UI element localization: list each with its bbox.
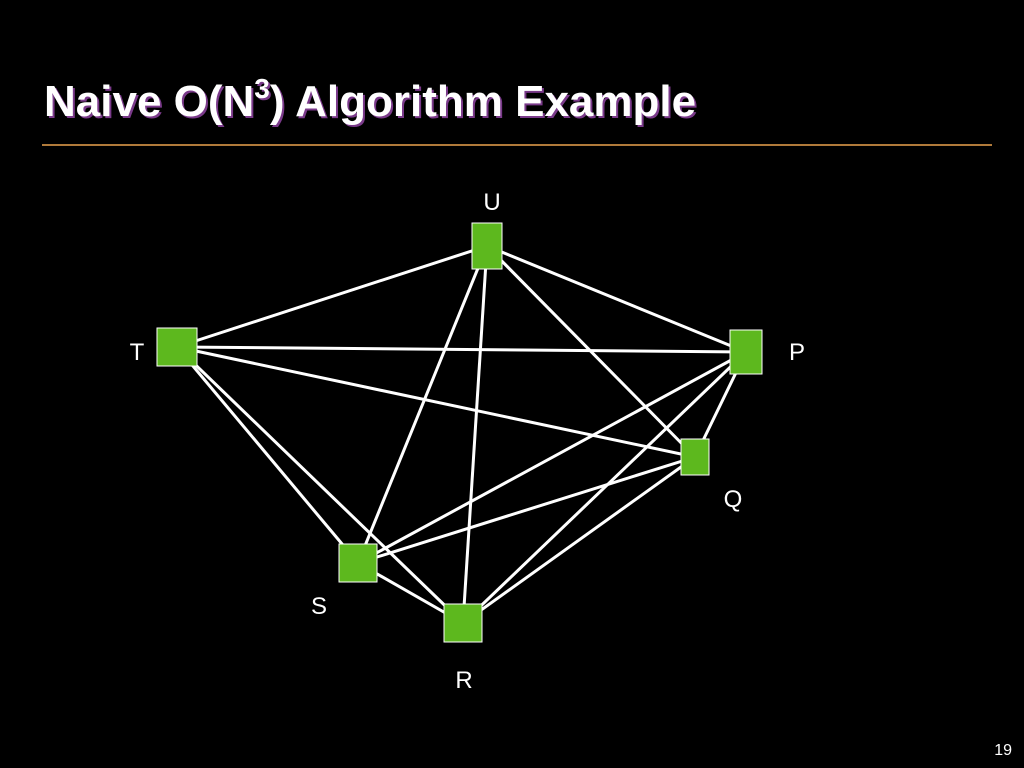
- node-label-p: P: [789, 339, 805, 366]
- edge-u-p: [486, 244, 747, 354]
- node-s: [338, 543, 378, 583]
- edge-t-s: [175, 346, 360, 564]
- page-number: 19: [994, 742, 1012, 759]
- graph-node-labels: U T P Q S R: [130, 189, 805, 694]
- edge-q-s: [357, 455, 696, 565]
- edge-t-q: [176, 345, 696, 459]
- title-divider: [42, 144, 992, 146]
- graph-nodes: [156, 222, 763, 643]
- edge-u-s: [356, 245, 489, 564]
- edge-u-t: [176, 244, 488, 349]
- node-label-u: U: [483, 189, 500, 216]
- node-t: [156, 327, 198, 367]
- node-q: [680, 438, 710, 476]
- slide-title-suffix: ) Algorithm Example: [269, 77, 697, 126]
- edge-q-r: [462, 455, 696, 625]
- edge-p-r: [461, 350, 748, 625]
- node-u: [471, 222, 503, 270]
- node-label-q: Q: [724, 486, 743, 513]
- node-p: [729, 329, 763, 375]
- edge-p-s: [357, 350, 747, 565]
- edge-t-p: [176, 345, 747, 354]
- graph-edges: [175, 244, 748, 625]
- node-label-s: S: [311, 593, 327, 620]
- slide-title-prefix: Naive O(N: [44, 77, 255, 126]
- node-label-r: R: [455, 667, 472, 694]
- node-label-t: T: [130, 339, 145, 366]
- edge-t-r: [175, 345, 465, 625]
- edge-u-r: [461, 245, 489, 624]
- node-r: [443, 603, 483, 643]
- slide-title: Naive O(N3) Algorithm Example: [44, 72, 696, 132]
- slide-title-exponent: 3: [254, 73, 270, 104]
